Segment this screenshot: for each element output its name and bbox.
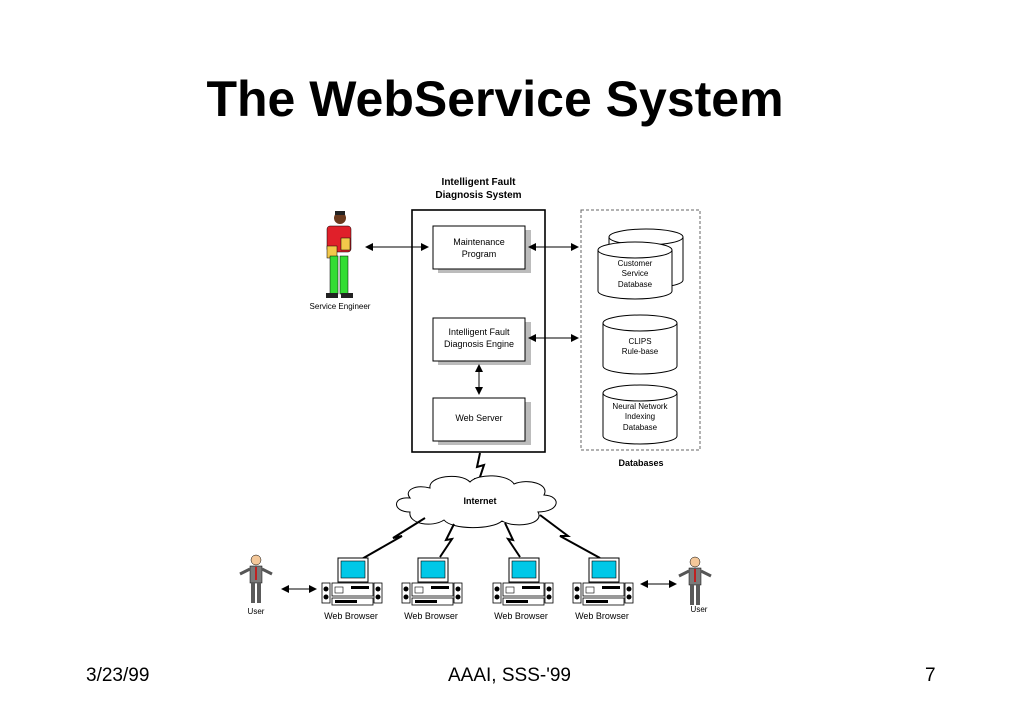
user-left-label: User bbox=[247, 607, 265, 616]
lightning-to-browser-2 bbox=[439, 523, 455, 558]
computer-icon-4 bbox=[572, 557, 634, 606]
system-title-line2: Diagnosis System bbox=[435, 189, 522, 201]
internet-cloud bbox=[396, 475, 557, 529]
computer-icon-2 bbox=[401, 557, 463, 606]
nn-line1: Neural Network bbox=[612, 402, 668, 411]
computer-icon-3 bbox=[492, 557, 554, 606]
user-left-figure bbox=[239, 554, 273, 603]
maintenance-program-label: Maintenance Program bbox=[433, 237, 525, 260]
maintenance-line2: Program bbox=[461, 248, 497, 259]
internet-label: Internet bbox=[463, 496, 497, 506]
lightning-to-browser-1 bbox=[359, 517, 426, 561]
maintenance-line1: Maintenance bbox=[453, 237, 505, 247]
lightning-server-internet bbox=[475, 452, 486, 484]
service-engineer-figure bbox=[326, 211, 353, 298]
customer-database-cylinder bbox=[597, 228, 684, 300]
web-browser-label-4: Web Browser bbox=[575, 611, 629, 621]
clips-line2: Rule-base bbox=[621, 347, 659, 357]
customer-db-line1: Customer bbox=[617, 259, 653, 268]
web-server-box bbox=[432, 397, 526, 442]
footer-page-number: 7 bbox=[925, 665, 936, 686]
customer-database-label: Customer Service Database bbox=[598, 259, 672, 290]
user-right-figure bbox=[678, 556, 712, 605]
computer-icon-1 bbox=[321, 557, 383, 606]
footer-date: 3/23/99 bbox=[86, 665, 150, 686]
clips-label: CLIPS Rule-base bbox=[603, 337, 677, 358]
engine-line1: Intelligent Fault bbox=[448, 327, 510, 337]
clips-rulebase-cylinder bbox=[602, 314, 678, 375]
web-server-label: Web Server bbox=[455, 413, 503, 423]
diagnosis-engine-box bbox=[432, 317, 526, 362]
web-browser-label-3: Web Browser bbox=[494, 611, 548, 621]
nn-line2: Indexing bbox=[624, 412, 656, 422]
system-title-line1: Intelligent Fault bbox=[441, 177, 516, 188]
databases-label: Databases bbox=[618, 458, 664, 468]
customer-db-line3: Database bbox=[617, 279, 653, 289]
diagnosis-engine-label: Intelligent Fault Diagnosis Engine bbox=[433, 327, 525, 350]
web-browser-label-1: Web Browser bbox=[324, 611, 378, 621]
slide-title: The WebService System bbox=[206, 71, 784, 127]
web-browser-label-2: Web Browser bbox=[404, 611, 458, 621]
customer-db-line2: Service bbox=[621, 269, 649, 279]
engine-line2: Diagnosis Engine bbox=[443, 338, 515, 349]
clips-line1: CLIPS bbox=[628, 337, 652, 346]
system-title: Intelligent Fault Diagnosis System bbox=[412, 177, 545, 202]
databases-frame bbox=[580, 209, 701, 451]
footer-venue: AAAI, SSS-'99 bbox=[448, 665, 571, 686]
service-engineer-label: Service Engineer bbox=[309, 302, 371, 311]
nn-line3: Database bbox=[622, 422, 658, 432]
nn-database-cylinder bbox=[602, 384, 678, 445]
lightning-to-browser-3 bbox=[504, 522, 521, 558]
nn-database-label: Neural Network Indexing Database bbox=[598, 402, 682, 433]
maintenance-program-box bbox=[432, 225, 526, 270]
lightning-to-browser-4 bbox=[539, 514, 601, 559]
user-right-label: User bbox=[690, 605, 708, 614]
